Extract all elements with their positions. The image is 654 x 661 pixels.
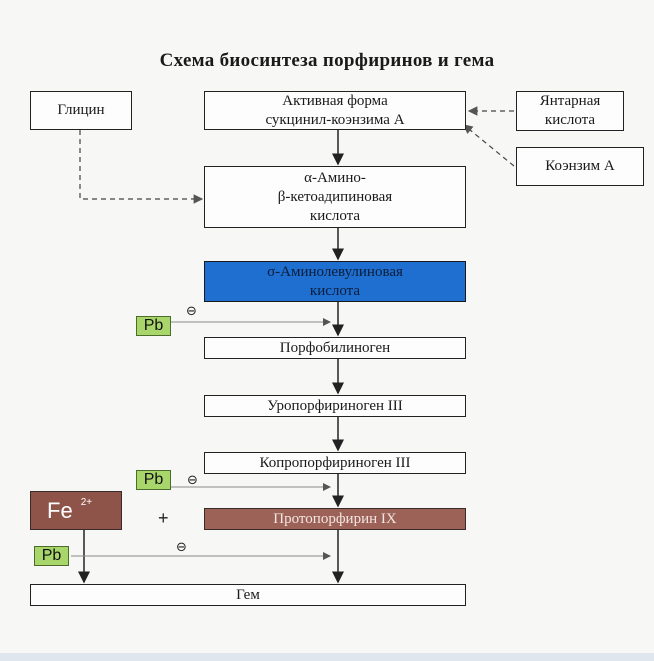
glycine-label: Глицин	[57, 102, 105, 118]
inhibition-sign-3: ⊖	[176, 540, 187, 555]
coproporphyrinogen-label: Копропорфириноген III	[259, 454, 411, 471]
amino-keto-line3: кислота	[309, 207, 361, 224]
dashed-arrow-glycine	[79, 130, 204, 204]
amino-keto-line1: α-Амино-	[304, 169, 366, 186]
fe-box: Fe 2+	[30, 491, 122, 530]
succinyl-line2: сукцинил-коэнзима А	[265, 111, 405, 128]
inhibition-sign-1: ⊖	[186, 304, 197, 319]
uroporphyrinogen-label: Уропорфириноген III	[267, 397, 403, 414]
diagram-title: Схема биосинтеза порфиринов и гема	[159, 50, 495, 71]
succinic-line1: Янтарная	[539, 93, 601, 109]
aminolevulinic-acid-box: σ-Аминолевулиновая кислота	[204, 261, 466, 302]
coenzyme-a-box: Коэнзим А	[516, 147, 644, 186]
ala-line1: σ-Аминолевулиновая	[267, 263, 403, 280]
amino-keto-line2: β-кетоадипиновая	[277, 188, 393, 205]
porphobilinogen-label: Порфобилиноген	[279, 339, 391, 356]
amino-ketoadipic-box: α-Амино- β-кетоадипиновая кислота	[204, 166, 466, 228]
succinic-acid-box: Янтарная кислота	[516, 91, 624, 131]
inhibition-sign-2: ⊖	[187, 473, 198, 488]
porphobilinogen-box: Порфобилиноген	[204, 337, 466, 359]
plus-sign: +	[158, 508, 169, 528]
coproporphyrinogen-box: Копропорфириноген III	[204, 452, 466, 474]
protoporphyrin-label: Протопорфирин IX	[273, 510, 397, 527]
pb-label-3: Pb	[41, 547, 62, 564]
heme-label: Гем	[236, 586, 260, 603]
ala-line2: кислота	[309, 282, 361, 299]
bottom-strip	[0, 653, 654, 661]
pb-inhibitor-2: Pb	[136, 470, 171, 490]
succinic-line2: кислота	[544, 112, 596, 128]
coenzyme-label: Коэнзим А	[545, 158, 615, 174]
succinyl-line1: Активная форма	[282, 92, 388, 109]
pb-inhibitor-3: Pb	[34, 546, 69, 566]
uroporphyrinogen-box: Уропорфириноген III	[204, 395, 466, 417]
pb-label-2: Pb	[143, 471, 164, 488]
glycine-box: Глицин	[30, 91, 132, 130]
protoporphyrin-box: Протопорфирин IX	[204, 508, 466, 530]
fe-label: Fe	[47, 498, 73, 523]
pb-label-1: Pb	[143, 317, 164, 334]
succinyl-coa-box: Активная форма сукцинил-коэнзима А	[204, 91, 466, 130]
dashed-arrow-coenzyme	[463, 124, 515, 167]
heme-box: Гем	[30, 584, 466, 606]
fe-charge: 2+	[80, 497, 93, 508]
pb-inhibitor-1: Pb	[136, 316, 171, 336]
